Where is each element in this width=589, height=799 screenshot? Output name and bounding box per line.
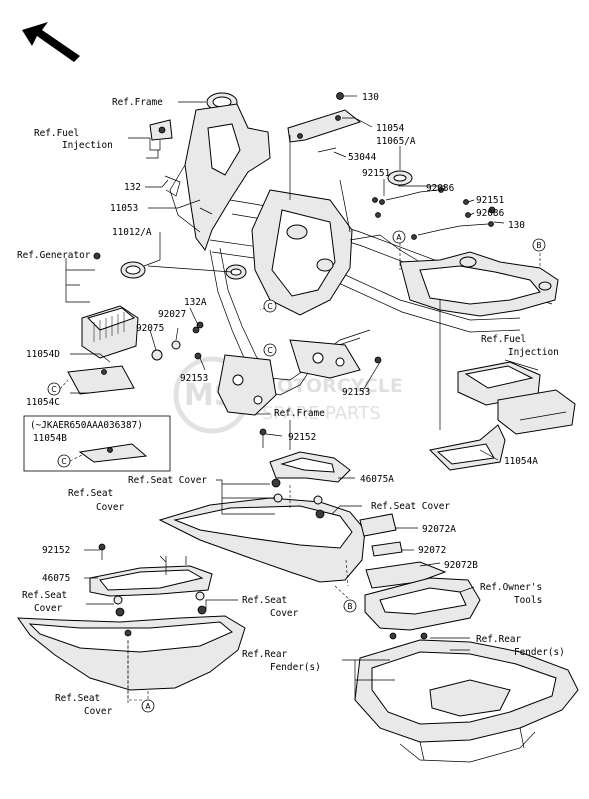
svg-text:B: B — [536, 241, 541, 250]
regulator-assembly — [67, 252, 200, 395]
label-ref-seat-cover-c-2: Cover — [270, 608, 299, 619]
marker-a-frame — [392, 230, 406, 244]
label-132: 132 — [124, 182, 141, 193]
marker-c-frame — [263, 299, 277, 313]
svg-text:C: C — [267, 346, 272, 355]
inset-bracket — [78, 443, 148, 463]
svg-text:C: C — [51, 385, 56, 394]
center-seat-cover — [158, 428, 366, 583]
label-11054a: 11054A — [504, 456, 538, 467]
front-direction-arrow-icon — [22, 22, 80, 62]
label-11054d: 11054D — [26, 349, 60, 360]
ecu-assembly — [428, 361, 576, 471]
svg-text:C: C — [267, 302, 272, 311]
svg-text:B: B — [347, 602, 352, 611]
marker-c-regulator — [47, 382, 61, 396]
label-53044: 53044 — [348, 152, 377, 163]
label-130-top: 130 — [362, 92, 379, 103]
label-11065a: 11065/A — [376, 136, 416, 147]
label-ref-rear-fender-left-1: Ref.Rear — [242, 649, 288, 660]
label-ref-rear-fender-left-2: Fender(s) — [270, 662, 321, 673]
label-ref-seat-cover-bottom-2: Cover — [84, 706, 113, 717]
label-11054: 11054 — [376, 123, 405, 134]
label-ref-fuel-injection-right-1: Ref.Fuel — [481, 334, 526, 345]
label-ref-seat-cover-left-1: Ref.Seat — [68, 488, 113, 499]
label-11054b: 11054B — [33, 433, 67, 444]
label-ref-fuel-injection-right-2: Injection — [508, 347, 559, 358]
label-ref-generator: Ref.Generator — [17, 250, 91, 261]
label-ref-seat-cover-right: Ref.Seat Cover — [371, 501, 450, 512]
svg-text:A: A — [145, 702, 151, 711]
label-92086-b: 92086 — [476, 208, 505, 219]
label-ref-seat-cover-left-2: Cover — [96, 502, 125, 513]
marker-b-frame — [532, 238, 546, 252]
watermark: MSP MOTORCYCLE SPARE PARTS — [173, 356, 403, 434]
label-11054c: 11054C — [26, 397, 60, 408]
marker-c-frame-2 — [263, 343, 277, 357]
label-92086-a: 92086 — [426, 183, 455, 194]
leader-lines — [59, 95, 541, 705]
label-92152-mid: 92152 — [288, 432, 316, 443]
label-ref-owners-tools-1: Ref.Owner's — [480, 582, 542, 593]
label-92153-right: 92153 — [342, 387, 370, 398]
label-132a: 132A — [184, 297, 207, 308]
label-ref-seat-cover-l2-2: Cover — [34, 603, 63, 614]
label-ref-owners-tools-2: Tools — [514, 595, 542, 606]
label-ref-rear-fender-right-2: Fender(s) — [514, 647, 565, 658]
label-11053: 11053 — [110, 203, 138, 214]
label-ref-seat-cover-bottom-1: Ref.Seat — [55, 693, 100, 704]
label-130-right: 130 — [508, 220, 525, 231]
marker-a-seat — [141, 699, 155, 713]
label-92153-left: 92153 — [180, 373, 208, 384]
label-ref-seat-cover-c-1: Ref.Seat — [242, 595, 287, 606]
label-92151-b: 92151 — [476, 195, 505, 206]
label-46075a: 46075A — [360, 474, 394, 485]
label-ref-seat-cover-mid: Ref.Seat Cover — [128, 475, 207, 486]
inset-serial-text: (~JKAER650AAA036387) — [30, 420, 143, 431]
callout-labels: Ref.Frame Ref.Fuel Injection 132 11053 1… — [17, 92, 565, 717]
label-ref-seat-cover-l2-1: Ref.Seat — [22, 590, 67, 601]
rear-fender — [354, 632, 579, 763]
label-ref-rear-fender-right-1: Ref.Rear — [476, 634, 522, 645]
svg-text:C: C — [61, 457, 66, 466]
watermark-line1: MOTORCYCLE — [258, 375, 403, 397]
label-92072: 92072 — [418, 545, 446, 556]
inset-box — [23, 415, 171, 472]
left-seat-cover — [17, 543, 246, 691]
label-ref-frame-mid: Ref.Frame — [274, 408, 325, 419]
label-92027: 92027 — [158, 309, 186, 320]
watermark-line2: SPARE PARTS — [262, 403, 381, 424]
label-92075: 92075 — [136, 323, 164, 334]
label-ref-frame-top: Ref.Frame — [112, 97, 163, 108]
svg-text:A: A — [396, 233, 402, 242]
owners-tools-area — [359, 513, 481, 631]
main-frame — [120, 92, 559, 416]
label-ref-fuel-injection-left-1: Ref.Fuel — [34, 128, 79, 139]
label-92152-left: 92152 — [42, 545, 70, 556]
marker-c-inset — [57, 454, 71, 468]
label-ref-fuel-injection-left-2: Injection — [62, 140, 113, 151]
label-92151-a: 92151 — [362, 168, 391, 179]
label-92072b: 92072B — [444, 560, 478, 571]
label-46075: 46075 — [42, 573, 70, 584]
circle-markers: A B C C C C B A — [47, 230, 546, 713]
label-92072a: 92072A — [422, 524, 456, 535]
marker-b-seat — [343, 599, 357, 613]
label-11012a: 11012/A — [112, 227, 152, 238]
